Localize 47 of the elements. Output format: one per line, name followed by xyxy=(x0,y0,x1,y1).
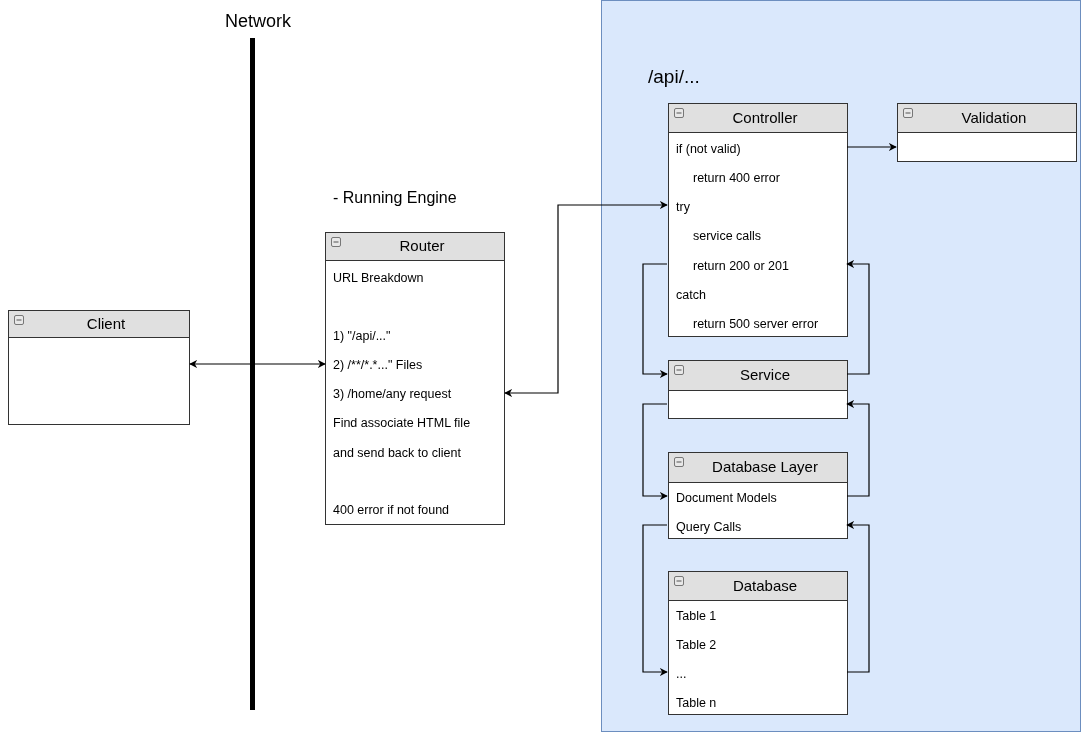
api-panel xyxy=(601,0,1081,732)
connector-arrow xyxy=(642,263,668,378)
member-text: ... xyxy=(676,666,687,682)
member-text: catch xyxy=(676,287,706,303)
box-title: Database Layer xyxy=(711,457,819,478)
note-text: - Running Engine xyxy=(333,188,457,208)
member-text: 3) /home/any request xyxy=(333,386,452,402)
member-text: Find associate HTML file xyxy=(333,415,471,431)
class-box xyxy=(325,232,505,525)
member-text: return 400 error xyxy=(693,170,780,186)
box-title: Router xyxy=(398,236,446,257)
box-title: Validation xyxy=(960,107,1028,128)
class-box xyxy=(897,103,1077,162)
member-text: return 200 or 201 xyxy=(693,258,789,274)
member-text: Table 1 xyxy=(676,608,717,624)
member-text: Query Calls xyxy=(676,519,742,535)
connector-arrow xyxy=(846,521,870,673)
box-title: Controller xyxy=(731,107,799,128)
member-text: return 500 server error xyxy=(693,316,819,332)
member-text: Table 2 xyxy=(676,637,717,653)
box-title: Database xyxy=(731,575,799,596)
connector-arrow xyxy=(846,260,870,375)
member-text: if (not valid) xyxy=(676,141,741,157)
class-box xyxy=(668,360,848,419)
member-text: 1) "/api/..." xyxy=(333,328,391,344)
member-text: Table n xyxy=(676,695,717,711)
member-text: 2) /**/*.*..." Files xyxy=(333,357,423,373)
member-text: 400 error if not found xyxy=(333,502,450,518)
class-box xyxy=(668,103,848,337)
connector-arrow xyxy=(504,201,668,397)
connector-arrow xyxy=(642,403,668,500)
connector-arrow xyxy=(642,524,668,676)
panel-title: /api/... xyxy=(648,65,700,89)
connector-arrow xyxy=(189,360,326,368)
box-title: Client xyxy=(85,313,127,334)
class-box xyxy=(668,452,848,539)
class-box xyxy=(8,310,190,425)
member-text: service calls xyxy=(693,228,762,244)
member-text: Document Models xyxy=(676,490,777,506)
connector-arrow xyxy=(846,400,870,497)
member-text: and send back to client xyxy=(333,445,461,461)
member-text: try xyxy=(676,199,690,215)
network-label: Network xyxy=(224,10,292,33)
class-box xyxy=(668,571,848,715)
member-text: URL Breakdown xyxy=(333,270,424,286)
connector-arrow xyxy=(846,143,897,151)
box-title: Service xyxy=(739,365,791,386)
